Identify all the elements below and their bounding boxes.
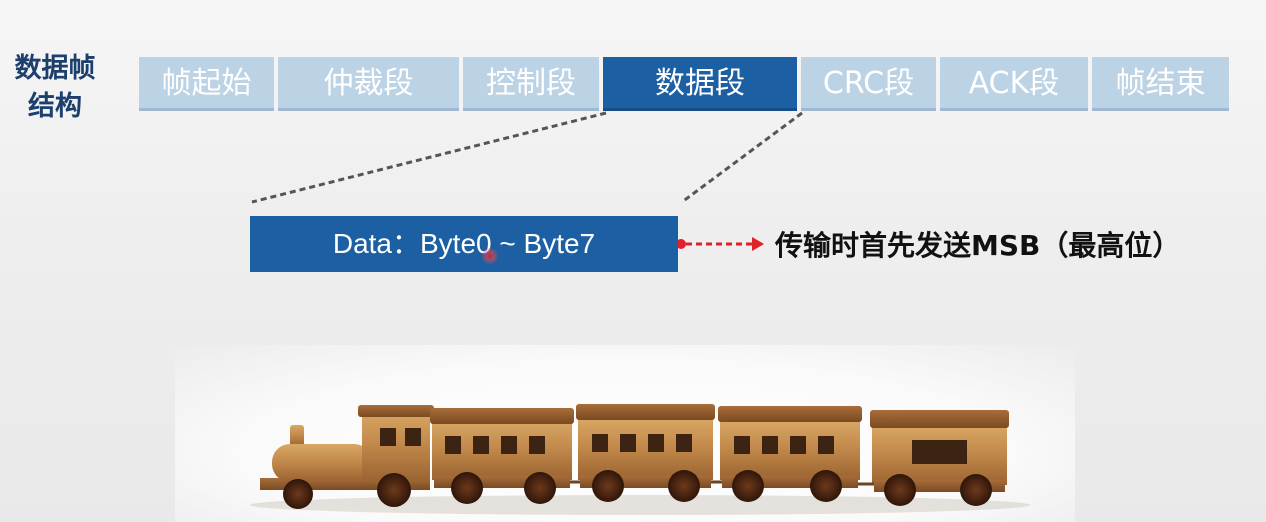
msb-arrow-head [752,237,764,251]
segment-arbitration: 仲裁段 [278,57,459,111]
segment-end-of-frame: 帧结束 [1092,57,1229,111]
train-car-4 [870,410,1009,506]
frame-structure-title: 数据帧 结构 [0,50,110,126]
segment-start-of-frame: 帧起始 [139,57,274,111]
cursor-highlight [484,250,496,262]
segment-ack: ACK段 [940,57,1088,111]
zoom-line-right [681,111,803,204]
arrow-start-dot [676,239,686,249]
frame-segment-bar: 帧起始 仲裁段 控制段 数据段 CRC段 ACK段 帧结束 [139,57,1229,111]
msb-note: 传输时首先发送MSB（最高位） [775,229,1181,262]
title-line-1: 数据帧 [14,53,96,84]
data-field-box: Data：Byte0 ~ Byte7 [250,216,678,272]
zoom-line-left [251,111,607,204]
segment-data: 数据段 [603,57,797,111]
train-car-2 [576,404,715,502]
segment-crc: CRC段 [801,57,936,111]
train-car-3 [718,406,862,502]
segment-control: 控制段 [463,57,599,111]
train-car-1 [430,408,574,504]
title-line-2: 结构 [28,91,82,122]
train-locomotive [260,405,434,509]
